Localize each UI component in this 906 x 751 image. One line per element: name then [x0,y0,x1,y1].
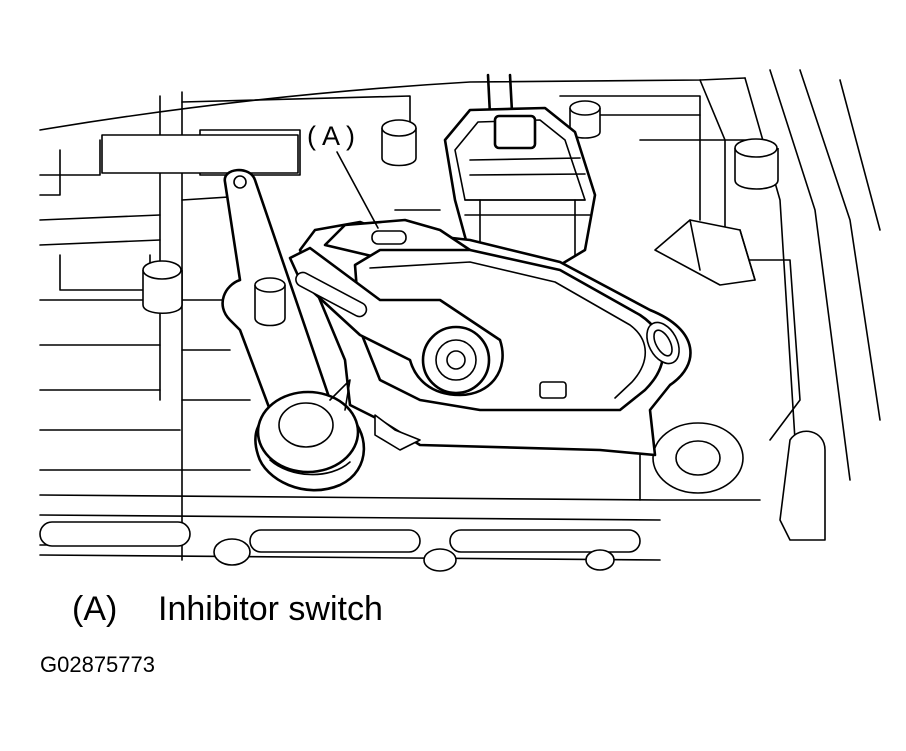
legend-description: Inhibitor switch [158,590,383,628]
guide-pins [381,100,601,167]
transmission-housing [39,69,881,572]
harness-connector [443,73,597,267]
callout-a: ( A ) [307,121,441,229]
manual-shaft-arm [221,168,504,492]
legend-key: (A) [72,590,118,628]
inhibitor-switch-illustration: ( A ) [39,69,881,572]
callout-label: ( A ) [307,121,355,151]
legend: (A) Inhibitor switch [72,590,383,629]
figure-id: G02875773 [40,652,155,677]
